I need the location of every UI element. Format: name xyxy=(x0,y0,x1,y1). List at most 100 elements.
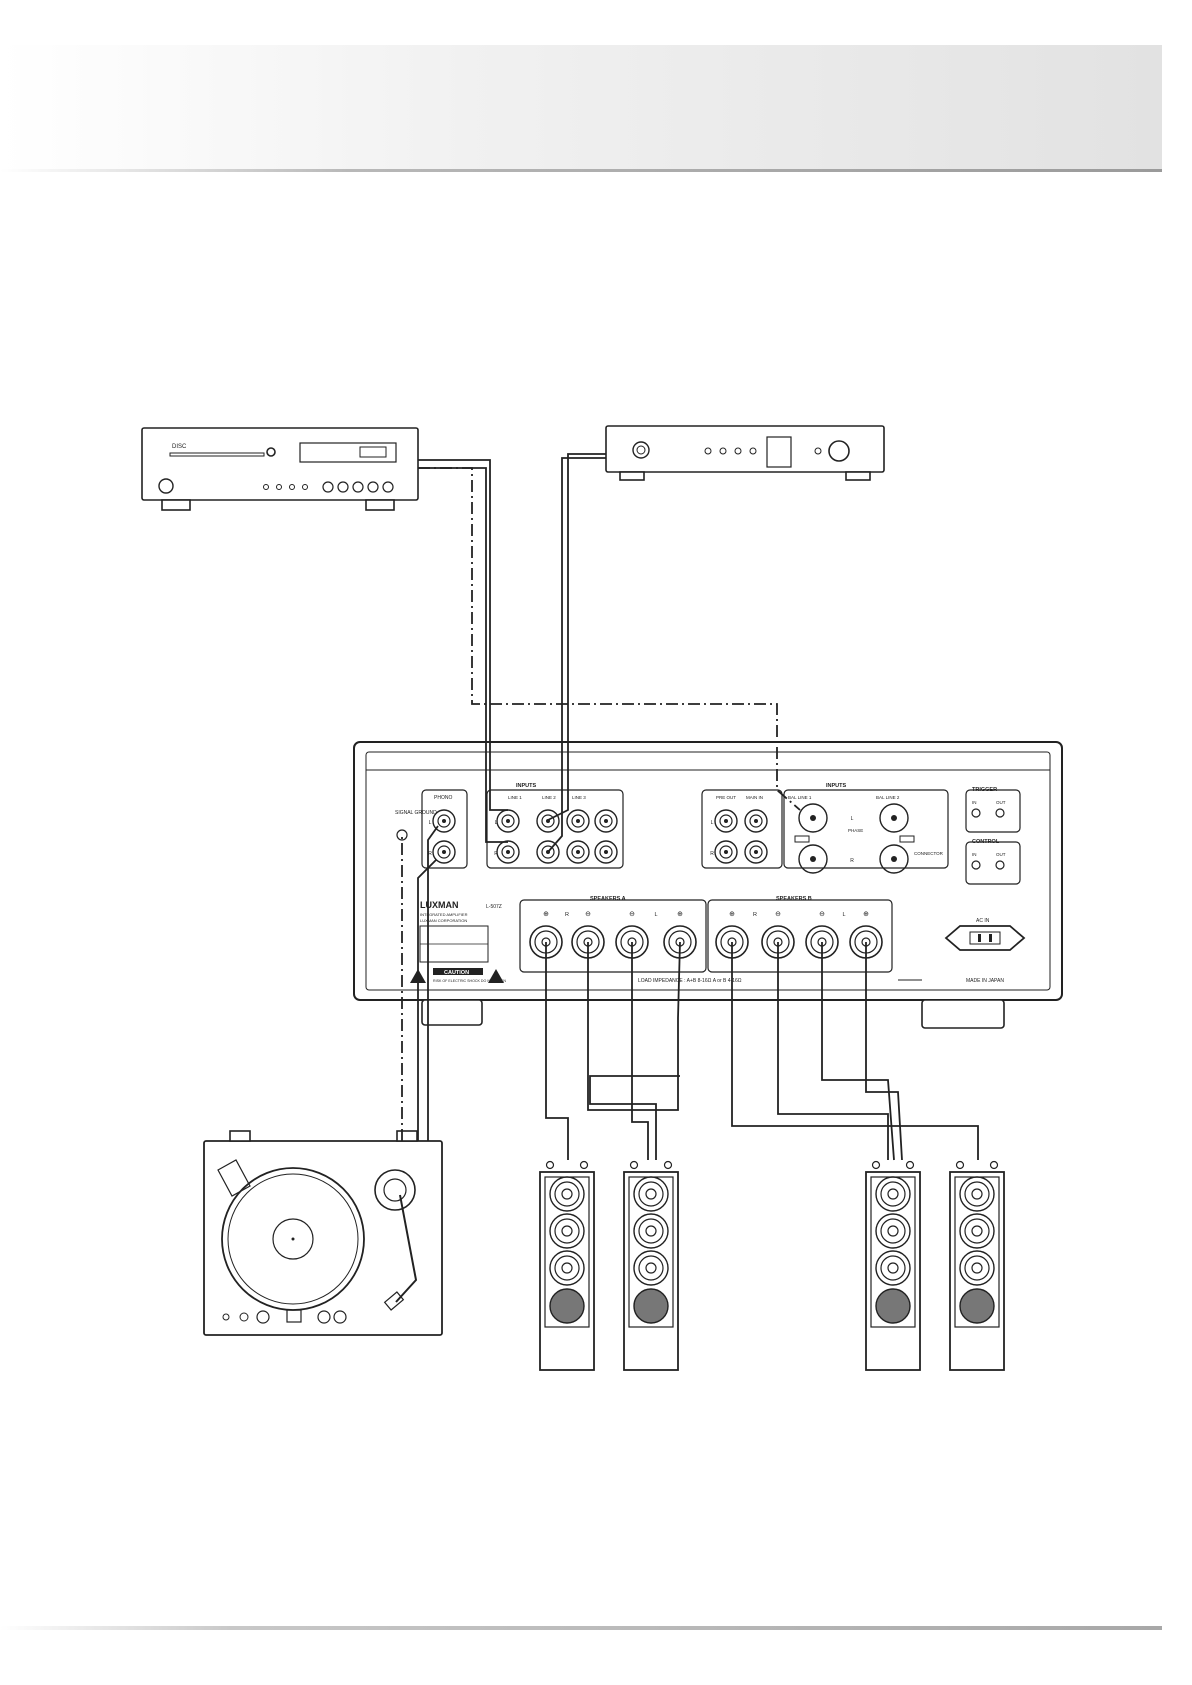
phono-l-label: L xyxy=(429,820,432,826)
bal-inputs-label: INPUTS xyxy=(826,783,847,789)
line1-r-jack xyxy=(496,840,520,864)
connector-label: CONNECTOR xyxy=(914,851,944,856)
speaker-2-driver-1-cone xyxy=(638,1181,664,1207)
polarity-minus-label: ⊖ xyxy=(585,911,591,918)
line2-r-jack-ring xyxy=(541,845,555,859)
line-3-label: LINE 3 xyxy=(572,795,586,800)
speaker-2-driver-1 xyxy=(633,1176,669,1212)
cd-player: DISC xyxy=(141,427,419,511)
speaker-4-driver-3-cone xyxy=(964,1255,990,1281)
turntable-speed-knob xyxy=(256,1310,270,1324)
speaker-3-driver-2-cone xyxy=(880,1218,906,1244)
spa-l-label: L xyxy=(654,912,657,918)
cd-display xyxy=(299,442,397,463)
line3-l-jack-pin xyxy=(604,819,608,823)
line2b-r-jack-ring xyxy=(571,845,585,859)
speaker-4-driver-1-cone xyxy=(964,1181,990,1207)
speakers-a-panel xyxy=(519,899,707,973)
line3-l-jack xyxy=(594,809,618,833)
bal-line-2-label: BAL LINE 2 xyxy=(876,795,900,800)
speaker-3-driver-3-cap xyxy=(887,1262,899,1274)
pre-out-r-jack xyxy=(714,840,738,864)
turntable-record-label xyxy=(272,1218,314,1260)
turntable-plinth xyxy=(203,1140,443,1336)
rca-inputs-panel xyxy=(486,789,624,869)
speaker-3-terminal-2 xyxy=(905,1160,915,1170)
phono-l-jack xyxy=(432,809,456,833)
turntable-spindle xyxy=(291,1237,295,1241)
phase-label: PHASE xyxy=(848,828,863,833)
cable-tuner-rca-l xyxy=(547,453,606,821)
speaker-1-driver-2-cone xyxy=(554,1218,580,1244)
polarity-plus-label: ⊕ xyxy=(863,911,869,918)
tuner-button-4 xyxy=(749,447,757,455)
cd-transport-button-3 xyxy=(352,481,364,493)
header-band xyxy=(0,45,1162,170)
speaker-4-cabinet xyxy=(949,1171,1005,1371)
cable-turntable-phono-r xyxy=(427,825,439,1141)
phono-label: PHONO xyxy=(434,795,452,801)
tuner-button-2 xyxy=(719,447,727,455)
ac-pin-right xyxy=(989,934,992,942)
cable-tuner-rca-r xyxy=(547,457,606,853)
corporation-name: LUXMAN CORPORATION xyxy=(420,918,467,923)
xlr-bal2-r xyxy=(879,844,909,874)
phono-r-jack-pin xyxy=(442,850,446,854)
speaker-1-driver-1-cap xyxy=(561,1188,573,1200)
line1-r-label: R xyxy=(494,851,498,857)
cd-player-body xyxy=(141,427,419,501)
pre-out-r-jack-ring xyxy=(719,845,733,859)
main-in-l-jack xyxy=(744,809,768,833)
xlr-bal2-r-pin xyxy=(891,856,897,862)
line2b-l-jack xyxy=(566,809,590,833)
phase-switch-left xyxy=(794,835,810,843)
turntable-switch-2 xyxy=(239,1312,249,1322)
amp-foot-right xyxy=(921,999,1005,1029)
line3-r-jack xyxy=(594,840,618,864)
turntable xyxy=(203,1130,443,1336)
cd-transport-button-2 xyxy=(337,481,349,493)
speaker-2-terminal-2 xyxy=(663,1160,673,1170)
trigger-in-jack xyxy=(971,808,981,818)
pre-out-r-label: R xyxy=(710,851,714,857)
speaker-3-driver-2 xyxy=(875,1213,911,1249)
tuner-power-knob-inner xyxy=(636,445,646,455)
cable-cd-balanced xyxy=(418,467,801,811)
line-1-label: LINE 1 xyxy=(508,795,522,800)
model-name: L-507Z xyxy=(486,904,502,910)
signal-ground-label: SIGNAL GROUND xyxy=(395,810,437,816)
phono-r-jack-ring xyxy=(437,845,451,859)
pre-out-l-jack-ring xyxy=(719,814,733,828)
line1-l-jack-pin xyxy=(506,819,510,823)
cable-spa-r-plus xyxy=(545,942,569,1160)
line-2-label: LINE 2 xyxy=(542,795,556,800)
trigger-out-label: OUT xyxy=(996,800,1006,805)
speaker-1-driver-2-cap xyxy=(561,1225,573,1237)
ac-pin-left xyxy=(978,934,981,942)
balanced-inputs-panel xyxy=(783,789,949,869)
speaker-4-driver-2 xyxy=(959,1213,995,1249)
turntable-start-button xyxy=(286,1309,302,1323)
cd-small-button-3 xyxy=(289,484,295,490)
turntable-pitch-knob-2 xyxy=(333,1310,347,1324)
main-in-l-jack-pin xyxy=(754,819,758,823)
cable-cd-rca-l xyxy=(418,459,508,811)
ac-in-label: AC IN xyxy=(976,918,990,924)
phono-r-jack xyxy=(432,840,456,864)
main-in-r-jack-ring xyxy=(749,845,763,859)
load-impedance-label: LOAD IMPEDANCE : A+B 8-16Ω A or B 4-16Ω xyxy=(638,978,742,984)
speaker-1-cabinet xyxy=(539,1171,595,1371)
speaker-2-driver-3 xyxy=(633,1250,669,1286)
tuner-body xyxy=(605,425,885,473)
turntable-switch-1 xyxy=(222,1313,230,1321)
polarity-plus-label: ⊕ xyxy=(729,911,735,918)
speaker-4-woofer xyxy=(959,1288,995,1324)
cable-spa-r-minus xyxy=(587,941,681,1111)
warning-icon xyxy=(488,969,504,983)
line2-r-jack xyxy=(536,840,560,864)
header-rule xyxy=(0,169,1162,172)
ac-inlet-socket xyxy=(969,931,1001,945)
turntable-hinge-left xyxy=(229,1130,251,1142)
